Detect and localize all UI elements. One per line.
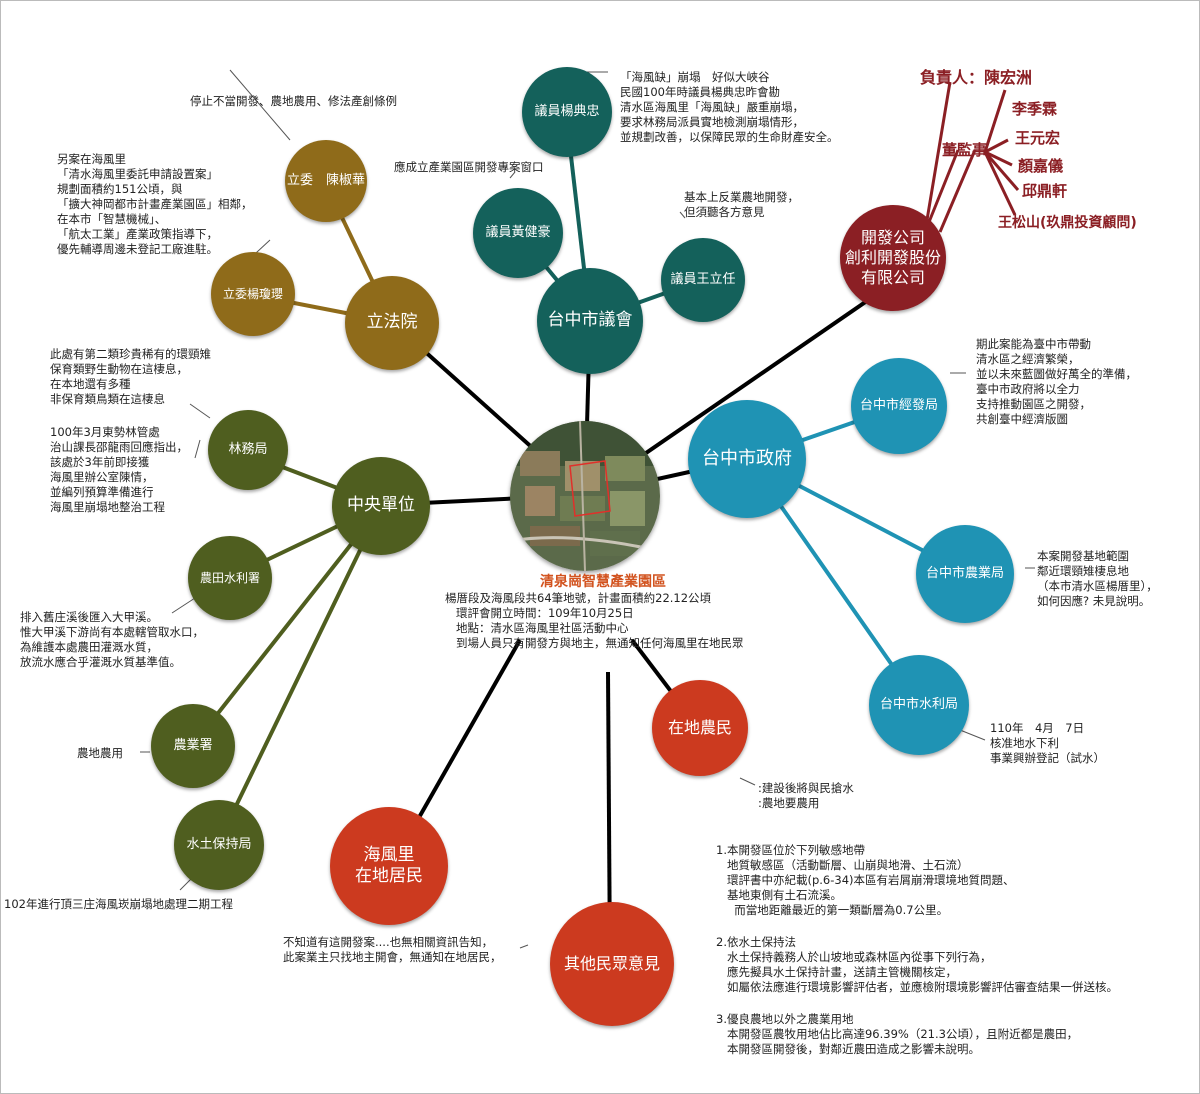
node-agriculture-agency[interactable]: 農業署 bbox=[151, 704, 235, 788]
node-agriculture-bureau[interactable]: 台中市農業局 bbox=[916, 525, 1014, 623]
note-local-farmers: :建設後將與民搶水 :農地要農用 bbox=[758, 781, 854, 810]
note-yang-qiongying: 另案在海風里 「清水海風里委託申請設置案」 規劃面積約151公頃，與 「擴大神岡… bbox=[57, 152, 253, 256]
node-forestry[interactable]: 林務局 bbox=[208, 410, 288, 490]
note-other-1: 1.本開發區位於下列敏感地帶 地質敏感區（活動斷層、山崩與地滑、土石流） 環評書… bbox=[716, 843, 1015, 917]
node-haifeng-residents[interactable]: 海風里 在地居民 bbox=[330, 807, 448, 925]
note-huang: 應成立產業園區開發專案窗口 bbox=[394, 160, 544, 174]
node-taichung-council[interactable]: 台中市議會 bbox=[537, 268, 643, 374]
node-label: 林務局 bbox=[228, 441, 268, 457]
board-member-3: 顏嘉儀 bbox=[1018, 157, 1064, 175]
node-label: 在地農民 bbox=[667, 718, 732, 737]
node-councilor-huang[interactable]: 議員黃健豪 bbox=[473, 188, 563, 278]
node-legislator-chen[interactable]: 立委 陳椒華 bbox=[285, 140, 367, 222]
developer-advisor: 王松山(玖鼎投資顧問) bbox=[998, 215, 1137, 231]
node-irrigation[interactable]: 農田水利署 bbox=[188, 536, 272, 620]
note-water-bureau: 110年 4月 7日 核准地水下利 事業興辦登記（試水） bbox=[990, 721, 1105, 765]
note-agriculture-agency: 農地農用 bbox=[77, 746, 123, 760]
note-soil-water: 102年進行頂三庄海風崁崩塌地處理二期工程 bbox=[4, 897, 233, 911]
node-central[interactable]: 中央單位 bbox=[332, 457, 430, 555]
node-label: 台中市議會 bbox=[547, 310, 633, 331]
note-economic-bureau: 期此案能為臺中市帶動 清水區之經濟繁榮， 並以未來藍圖做好萬全的準備， 臺中市政… bbox=[976, 337, 1137, 426]
node-label: 台中市經發局 bbox=[859, 397, 938, 413]
note-wang: 基本上反業農地開發， 但須聽各方意見 bbox=[684, 190, 799, 219]
note-irrigation: 排入舊庄溪後匯入大甲溪。 惟大甲溪下游尚有本處轄管取水口， 為維護本處農田灌溉水… bbox=[20, 610, 204, 669]
developer-board: 董監事 bbox=[942, 141, 988, 159]
center-description: 楊厝段及海風段共64筆地號，計畫面積約22.12公頃 環評會開立時間：109年1… bbox=[445, 591, 744, 650]
node-soil-water[interactable]: 水土保持局 bbox=[174, 800, 264, 890]
note-other-3: 3.優良農地以外之農業用地 本開發區農牧用地佔比高達96.39%（21.3公頃）… bbox=[716, 1012, 1079, 1056]
node-local-farmers[interactable]: 在地農民 bbox=[652, 680, 748, 776]
node-label: 台中市農業局 bbox=[925, 565, 1004, 581]
board-member-4: 邱鼎軒 bbox=[1022, 182, 1068, 200]
node-label: 農業署 bbox=[173, 737, 213, 753]
node-label: 台中市政府 bbox=[702, 447, 792, 469]
node-label: 立法院 bbox=[366, 312, 418, 333]
node-label: 海風里 在地居民 bbox=[355, 844, 423, 886]
note-other-2: 2.依水土保持法 水土保持義務人於山坡地或森林區內從事下列行為， 應先擬具水土保… bbox=[716, 935, 1118, 994]
aerial-map-image bbox=[510, 421, 660, 571]
note-agriculture-bureau: 本案開發基地範圍 鄰近環頸雉棲息地 （本市清水區楊厝里）， 如何因應? 未見說明… bbox=[1037, 549, 1158, 608]
node-label: 議員王立任 bbox=[670, 271, 736, 287]
node-developer[interactable]: 開發公司 創利開發股份 有限公司 bbox=[840, 205, 946, 311]
node-label: 水土保持局 bbox=[186, 836, 252, 852]
node-label: 開發公司 創利開發股份 有限公司 bbox=[844, 228, 941, 287]
node-legislator-yang[interactable]: 立委楊瓊瓔 bbox=[211, 252, 295, 336]
node-label: 議員黃健豪 bbox=[485, 224, 551, 240]
developer-owner: 負責人：陳宏洲 bbox=[920, 68, 1033, 87]
board-member-2: 王元宏 bbox=[1015, 129, 1061, 147]
note-forestry-1: 此處有第二類珍貴稀有的環頸雉 保育類野生動物在這棲息， 在本地還有多種 非保育類… bbox=[50, 347, 211, 406]
node-water-bureau[interactable]: 台中市水利局 bbox=[869, 655, 969, 755]
node-label: 中央單位 bbox=[347, 495, 415, 516]
node-label: 台中市水利局 bbox=[879, 696, 958, 712]
node-taichung-gov[interactable]: 台中市政府 bbox=[688, 400, 806, 518]
note-forestry-2: 100年3月東勢林管處 治山課長邵龍雨回應指出， 該處於3年前即接獲 海風里辦公… bbox=[50, 425, 188, 514]
board-member-1: 李季霖 bbox=[1012, 100, 1058, 118]
node-other-opinions[interactable]: 其他民眾意見 bbox=[550, 902, 674, 1026]
node-economic-bureau[interactable]: 台中市經發局 bbox=[851, 358, 947, 454]
node-label: 立委楊瓊瓔 bbox=[222, 286, 283, 301]
node-label: 議員楊典忠 bbox=[534, 103, 600, 119]
node-councilor-yang[interactable]: 議員楊典忠 bbox=[522, 67, 612, 157]
node-label: 農田水利署 bbox=[199, 570, 260, 585]
node-councilor-wang[interactable]: 議員王立任 bbox=[661, 238, 745, 322]
note-haifeng-residents: 不知道有這開發案....也無相關資訊告知， 此案業主只找地主開會，無通知在地居民… bbox=[283, 935, 502, 964]
node-legislative-yuan[interactable]: 立法院 bbox=[345, 276, 439, 370]
node-label: 其他民眾意見 bbox=[563, 954, 660, 973]
note-chen: 停止不當開發、農地農用、修法產創條例 bbox=[190, 94, 397, 108]
note-yang-dianzhong: 「海風缺」崩塌 好似大峽谷 民國100年時議員楊典忠昨會勘 清水區海風里「海風缺… bbox=[620, 70, 839, 144]
center-title: 清泉崗智慧產業園區 bbox=[540, 574, 666, 590]
node-label: 立委 陳椒華 bbox=[286, 172, 365, 188]
aerial-photo bbox=[510, 421, 660, 571]
